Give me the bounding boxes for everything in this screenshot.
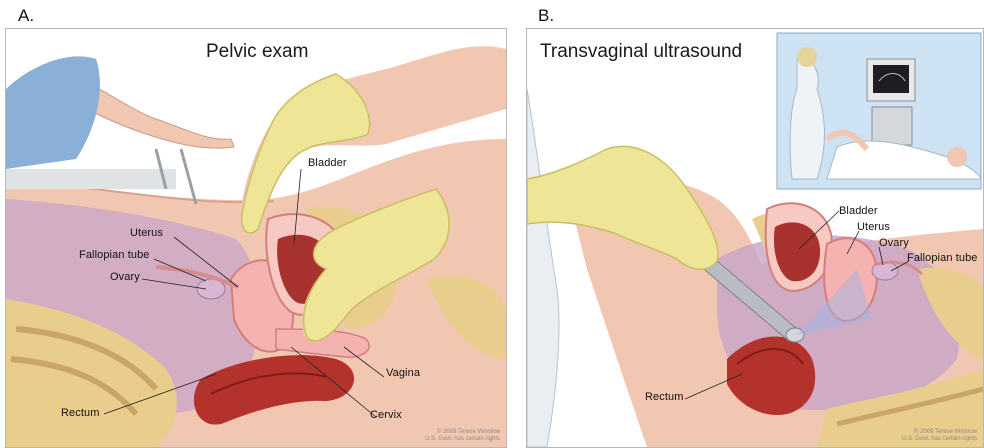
label-bladder-a: Bladder (308, 157, 347, 169)
label-cervix-a: Cervix (370, 409, 402, 421)
pelvic-exam-illustration (6, 29, 506, 447)
label-vagina-a: Vagina (386, 367, 420, 379)
copyright-b-line2: U.S. Govt. has certain rights (902, 436, 977, 443)
pelvic-exam-title: Pelvic exam (206, 41, 308, 63)
label-bladder-b: Bladder (839, 205, 878, 217)
panel-a-letter: A. (18, 6, 34, 26)
copyright-a-line2: U.S. Govt. has certain rights (425, 436, 500, 443)
transvaginal-ultrasound-panel: Transvaginal ultrasound Bladder Uterus O… (526, 28, 984, 448)
label-uterus-b: Uterus (857, 221, 890, 233)
copyright-b: © 2009 Terese Winslow U.S. Govt. has cer… (902, 429, 977, 443)
ultrasound-illustration (527, 29, 983, 447)
label-fallopian-tube-b: Fallopian tube (907, 252, 978, 264)
copyright-a: © 2009 Terese Winslow U.S. Govt. has cer… (425, 429, 500, 443)
label-uterus-a: Uterus (130, 227, 163, 239)
label-ovary-a: Ovary (110, 271, 140, 283)
panel-b-letter: B. (538, 6, 554, 26)
label-ovary-b: Ovary (879, 237, 909, 249)
copyright-a-line1: © 2009 Terese Winslow (425, 429, 500, 436)
ultrasound-title: Transvaginal ultrasound (540, 41, 742, 63)
label-rectum-a: Rectum (61, 407, 100, 419)
pelvic-exam-panel: Pelvic exam Bladder Uterus Fallopian tub… (5, 28, 507, 448)
label-fallopian-tube-a: Fallopian tube (79, 249, 150, 261)
copyright-b-line1: © 2009 Terese Winslow (902, 429, 977, 436)
label-rectum-b: Rectum (645, 391, 684, 403)
